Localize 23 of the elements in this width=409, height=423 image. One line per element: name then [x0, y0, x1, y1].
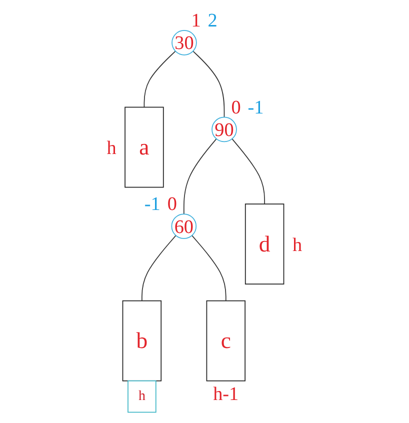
beside-text: 1: [191, 10, 201, 32]
node-box: h: [128, 380, 156, 413]
beside-text: h: [106, 138, 116, 160]
beside-text: -1: [144, 194, 160, 216]
connector: [144, 50, 176, 108]
beside-text: 2: [208, 10, 218, 32]
node-box: b: [122, 300, 162, 382]
node-box: c: [206, 300, 246, 382]
connector: [141, 235, 176, 302]
node-circle: 30: [172, 30, 197, 56]
node-box: a: [124, 106, 164, 188]
beside-text: 0: [167, 194, 177, 216]
connector: [232, 138, 265, 204]
connector: [192, 50, 225, 118]
beside-text: h: [292, 235, 302, 256]
beside-text: -1: [248, 97, 264, 118]
beside-text: h-1: [213, 384, 239, 406]
beside-text: 0: [231, 97, 241, 118]
connector: [191, 235, 226, 302]
connector: [183, 138, 217, 214]
node-box: d: [244, 204, 284, 284]
node-circle: 90: [212, 116, 237, 142]
node-circle: 60: [171, 214, 196, 239]
